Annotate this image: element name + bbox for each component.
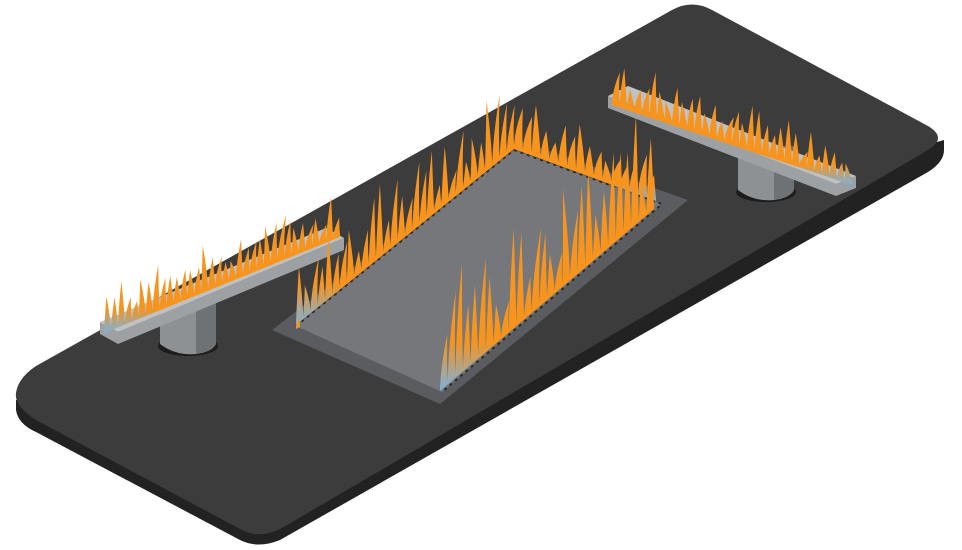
left-burner-flames [104,196,340,333]
fire-pan-back-flames [296,94,515,326]
fire-pan [272,94,688,404]
fire-pan-left-flames [440,114,654,392]
left-burner-rail-side [100,238,344,344]
fire-pan-front-flames [296,314,302,329]
right-burner-flames [612,68,852,185]
left-pedestal-shade [196,300,216,354]
right-linear-burner [608,68,856,202]
left-linear-burner [100,196,344,356]
fire-pan-surface [296,150,662,392]
